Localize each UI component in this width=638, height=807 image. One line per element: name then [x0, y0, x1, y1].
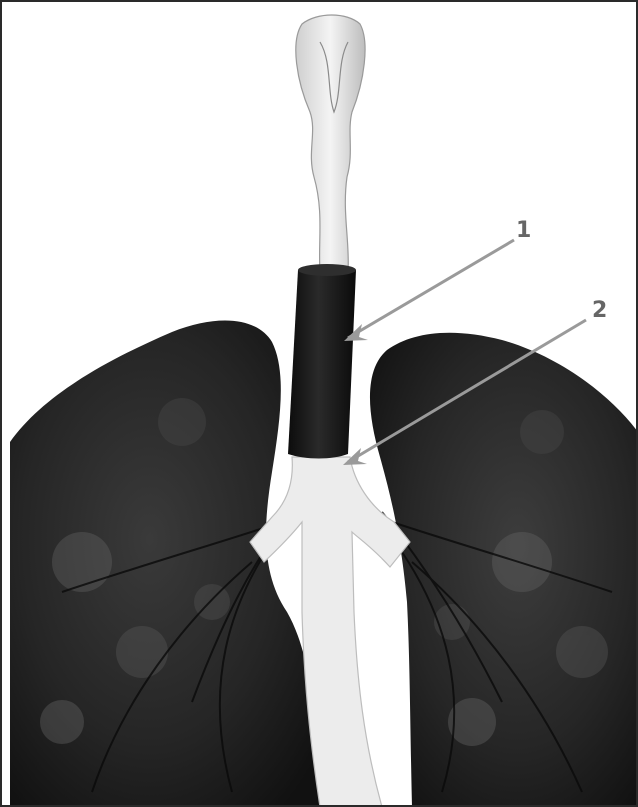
callout-1-label: 1 [516, 220, 531, 242]
larynx [296, 15, 365, 272]
endotracheal-tube [288, 266, 356, 459]
callout-2-label: 2 [592, 300, 607, 322]
callout-1-arrow [348, 240, 514, 338]
